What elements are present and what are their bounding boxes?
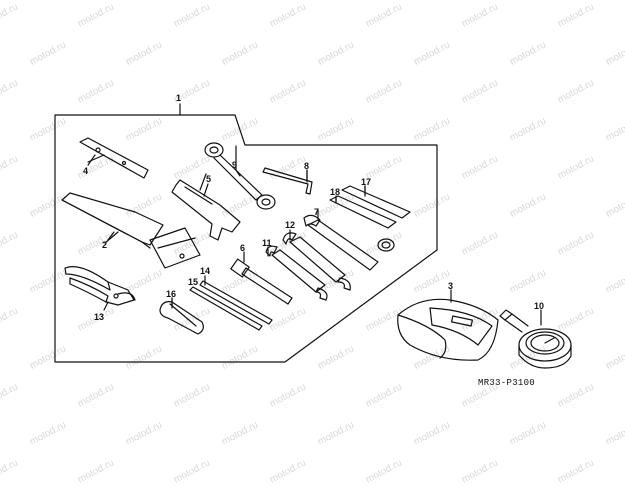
callout-3: 3	[448, 281, 454, 291]
tool-kit-drawing	[54, 103, 572, 369]
part-7-wrench	[303, 209, 395, 271]
callout-6: 6	[240, 243, 246, 253]
callout-5: 5	[206, 174, 212, 184]
callout-7: 7	[314, 207, 320, 217]
drawing-code: MR33-P3100	[478, 378, 536, 388]
part-4-bar-tool	[79, 137, 149, 179]
kit-boundary	[54, 114, 438, 363]
callout-8: 8	[304, 161, 310, 171]
callout-2: 2	[102, 240, 108, 250]
part-10-tire-gauge	[499, 309, 572, 369]
callout-10: 10	[534, 301, 545, 311]
part-14-shaft	[199, 275, 273, 325]
leader-5	[203, 183, 209, 197]
callout-4: 4	[83, 166, 89, 176]
callout-12: 12	[285, 220, 296, 230]
callout-11: 11	[262, 238, 272, 248]
part-18-strip	[329, 195, 397, 229]
part-3-tool-pouch	[397, 289, 499, 361]
callout-17: 17	[361, 177, 372, 187]
leader-4	[87, 154, 96, 166]
leader-9	[235, 169, 241, 177]
part-9-box-wrench	[204, 142, 276, 210]
part-13-pliers	[64, 266, 136, 311]
part-2-tool-bag	[61, 192, 201, 269]
part-12-wrench	[282, 229, 351, 291]
callout-15: 15	[188, 277, 199, 287]
part-6-extension	[230, 251, 293, 305]
callout-18: 18	[330, 187, 341, 197]
callout-1: 1	[176, 93, 182, 103]
part-15-shaft	[189, 286, 263, 331]
part-8-hex-key	[262, 167, 313, 195]
callout-16: 16	[166, 289, 177, 299]
part-5-pin-spanner	[171, 173, 241, 241]
part-16-handle	[159, 297, 204, 335]
part-11-wrench	[265, 245, 328, 301]
leader-2	[107, 231, 115, 241]
callout-13: 13	[94, 312, 105, 322]
callout-9: 9	[232, 160, 238, 170]
callout-14: 14	[200, 266, 211, 276]
